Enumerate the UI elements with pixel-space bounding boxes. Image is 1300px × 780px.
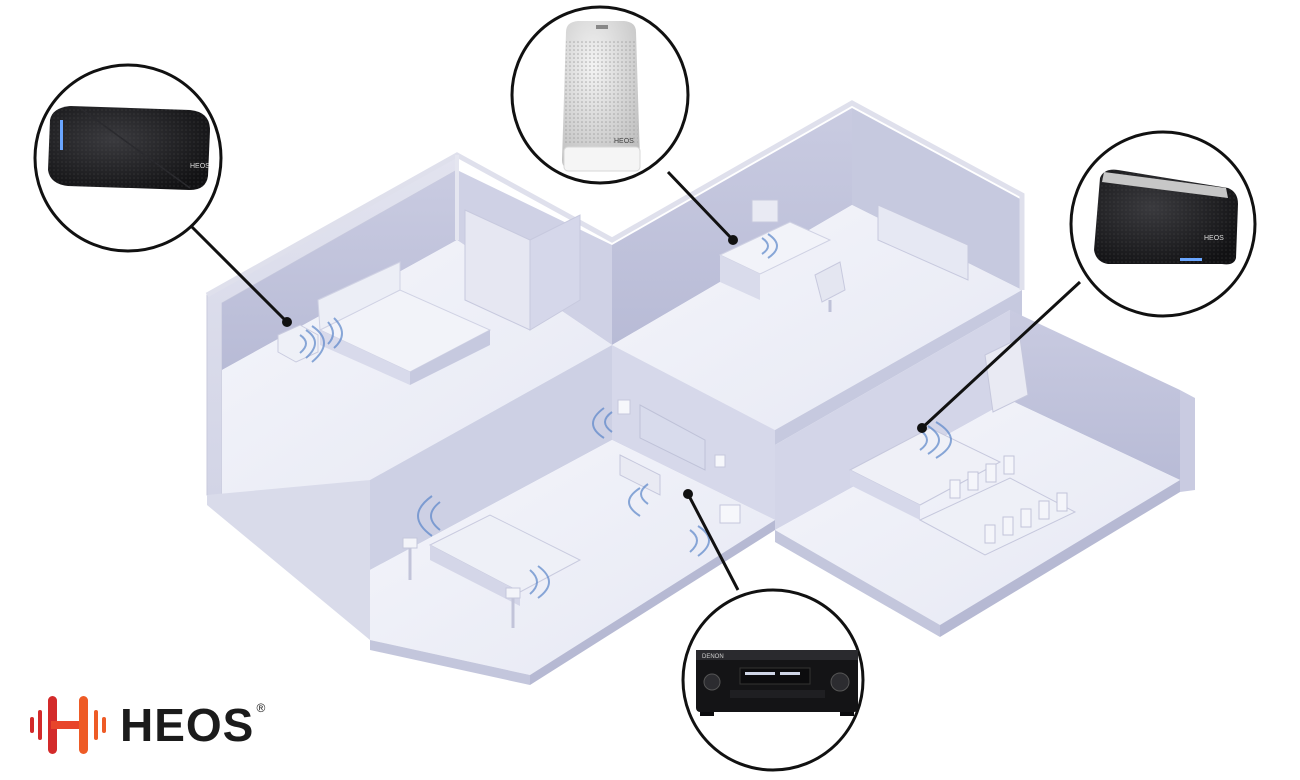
bed xyxy=(317,261,492,385)
fridge xyxy=(984,337,1029,413)
office-speaker-callout: HEOS xyxy=(510,5,690,185)
office-chair xyxy=(814,261,846,312)
tv xyxy=(639,404,706,471)
speaker-badge-text: HEOS xyxy=(190,163,210,170)
receiver-device: DENON xyxy=(696,650,858,716)
receiver-badge-text: DENON xyxy=(702,654,724,660)
speaker-badge-text: HEOS xyxy=(1204,235,1224,242)
desk xyxy=(718,221,832,275)
callout-dots xyxy=(282,235,927,499)
black-speaker-device: HEOS xyxy=(48,106,210,190)
registered-mark: ® xyxy=(256,701,267,715)
monitor xyxy=(751,199,779,223)
black-speaker-device: HEOS xyxy=(1094,169,1238,265)
sound-waves xyxy=(299,233,952,599)
heos-mark-icon xyxy=(30,696,106,754)
speaker-badge-text: HEOS xyxy=(614,138,634,145)
kitchen-speaker-callout: HEOS xyxy=(1069,130,1257,318)
heos-wordmark: HEOS ® xyxy=(120,699,265,751)
brand-name: HEOS xyxy=(120,699,255,751)
dining-table xyxy=(918,477,1077,556)
tv-stand xyxy=(619,454,661,496)
cabinet xyxy=(877,204,969,281)
house-cutaway xyxy=(205,100,1195,685)
heos-logo: HEOS ® xyxy=(28,690,265,760)
nightstand xyxy=(277,324,319,363)
bedroom-speaker-callout: HEOS xyxy=(33,63,223,253)
living-speaker xyxy=(719,504,741,524)
white-speaker-device: HEOS xyxy=(562,21,641,172)
dining-chairs xyxy=(949,455,1068,544)
callout-leaders xyxy=(188,170,1082,591)
living-room-receiver-callout: DENON xyxy=(681,588,865,772)
sofa xyxy=(428,514,582,593)
